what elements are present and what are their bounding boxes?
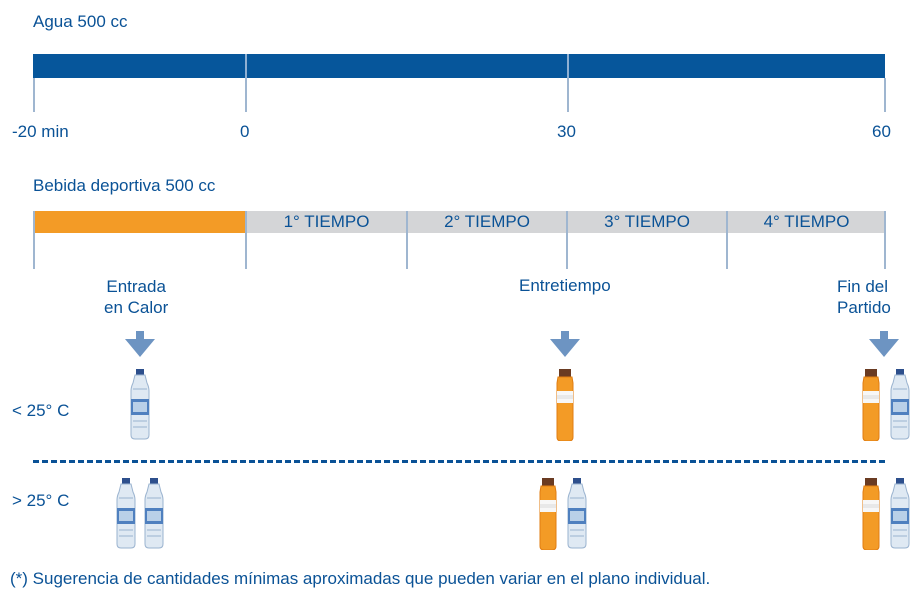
warmup-label: Entrada en Calor (104, 276, 168, 318)
row-label-above-25: > 25° C (12, 491, 70, 510)
time-tick (33, 78, 35, 112)
tick-label: -20 min (12, 122, 69, 141)
period-tick (245, 211, 247, 269)
sports-bottle-icon (539, 478, 557, 550)
warmup-segment (33, 211, 245, 233)
down-arrow-icon (550, 331, 580, 357)
sports-bottle-icon (862, 369, 880, 441)
period-3: 3° TIEMPO (568, 211, 726, 233)
time-tick (567, 78, 569, 112)
water-bar-divider (567, 54, 569, 78)
sports-bottle-icon (556, 369, 574, 441)
sports-bottle-icon (862, 478, 880, 550)
water-bottle-icon (890, 478, 910, 549)
water-bottle-icon (130, 369, 150, 440)
water-bottle-icon (890, 369, 910, 440)
row-separator (33, 460, 885, 463)
period-2: 2° TIEMPO (408, 211, 566, 233)
period-tick (884, 211, 886, 269)
period-tick (726, 211, 728, 269)
warmup-label-line: Entrada (106, 277, 166, 296)
sports-drink-label: Bebida deportiva 500 cc (33, 176, 216, 195)
warmup-label-line: en Calor (104, 298, 169, 317)
end-label: Fin del Partido (837, 276, 891, 318)
down-arrow-icon (869, 331, 899, 357)
row-label-below-25: < 25° C (12, 401, 70, 420)
period-1: 1° TIEMPO (247, 211, 406, 233)
halftime-label: Entretiempo (519, 276, 611, 295)
water-bottle-icon (567, 478, 587, 549)
time-tick (245, 78, 247, 112)
tick-label: 60 (872, 122, 891, 141)
time-tick (884, 78, 886, 112)
water-bar (33, 54, 885, 78)
tick-label: 0 (240, 122, 250, 141)
tick-label: 30 (557, 122, 576, 141)
down-arrow-icon (125, 331, 155, 357)
period-tick (33, 211, 35, 269)
period-tick (406, 211, 408, 269)
footnote: (*) Sugerencia de cantidades mínimas apr… (10, 569, 711, 588)
water-bar-divider (245, 54, 247, 78)
period-tick (566, 211, 568, 269)
end-label-line: Partido (837, 298, 891, 317)
water-bottle-icon (144, 478, 164, 549)
water-label: Agua 500 cc (33, 12, 128, 31)
water-bottle-icon (116, 478, 136, 549)
period-4: 4° TIEMPO (728, 211, 885, 233)
end-label-line: Fin del (837, 277, 889, 296)
